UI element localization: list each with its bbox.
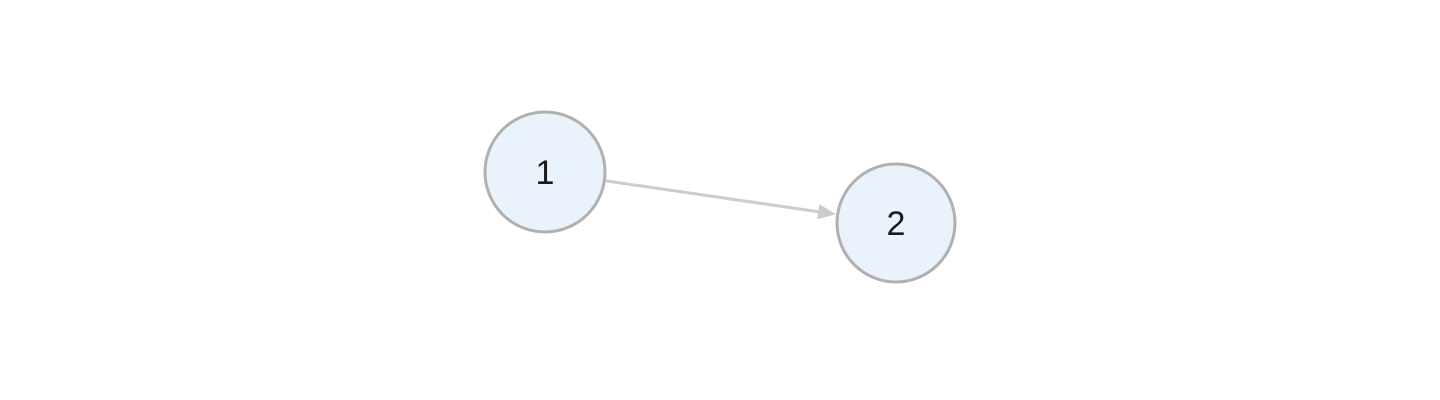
node-2[interactable]: 2 [835,162,957,284]
edge-1-2 [605,179,837,220]
node-circle[interactable] [835,162,957,284]
node-1[interactable]: 1 [483,110,607,234]
node-circle[interactable] [483,110,607,234]
edge-line [605,179,821,214]
arrowhead-icon [817,204,837,220]
